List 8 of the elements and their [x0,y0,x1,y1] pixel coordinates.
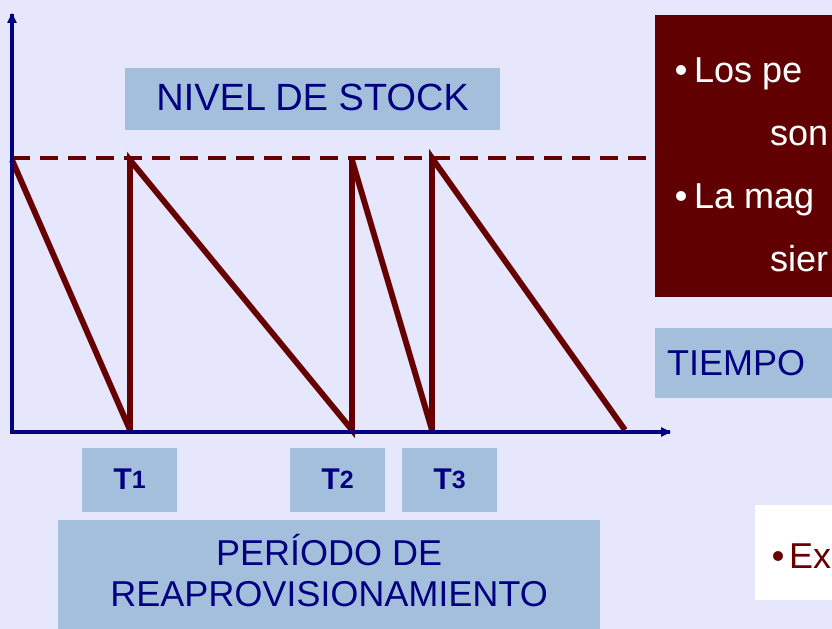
bullet-text: son [770,115,828,151]
axis-label: TIEMPO [655,328,832,398]
period-label: PERÍODO DE REAPROVISIONAMIENTO [58,520,600,629]
bullet-text: Los pe [694,52,802,88]
bullet-text: La mag [694,178,814,214]
bullet-text: Ex [789,538,832,574]
bullet-text: sier [770,241,828,277]
axis-label: NIVEL DE STOCK [125,68,500,130]
